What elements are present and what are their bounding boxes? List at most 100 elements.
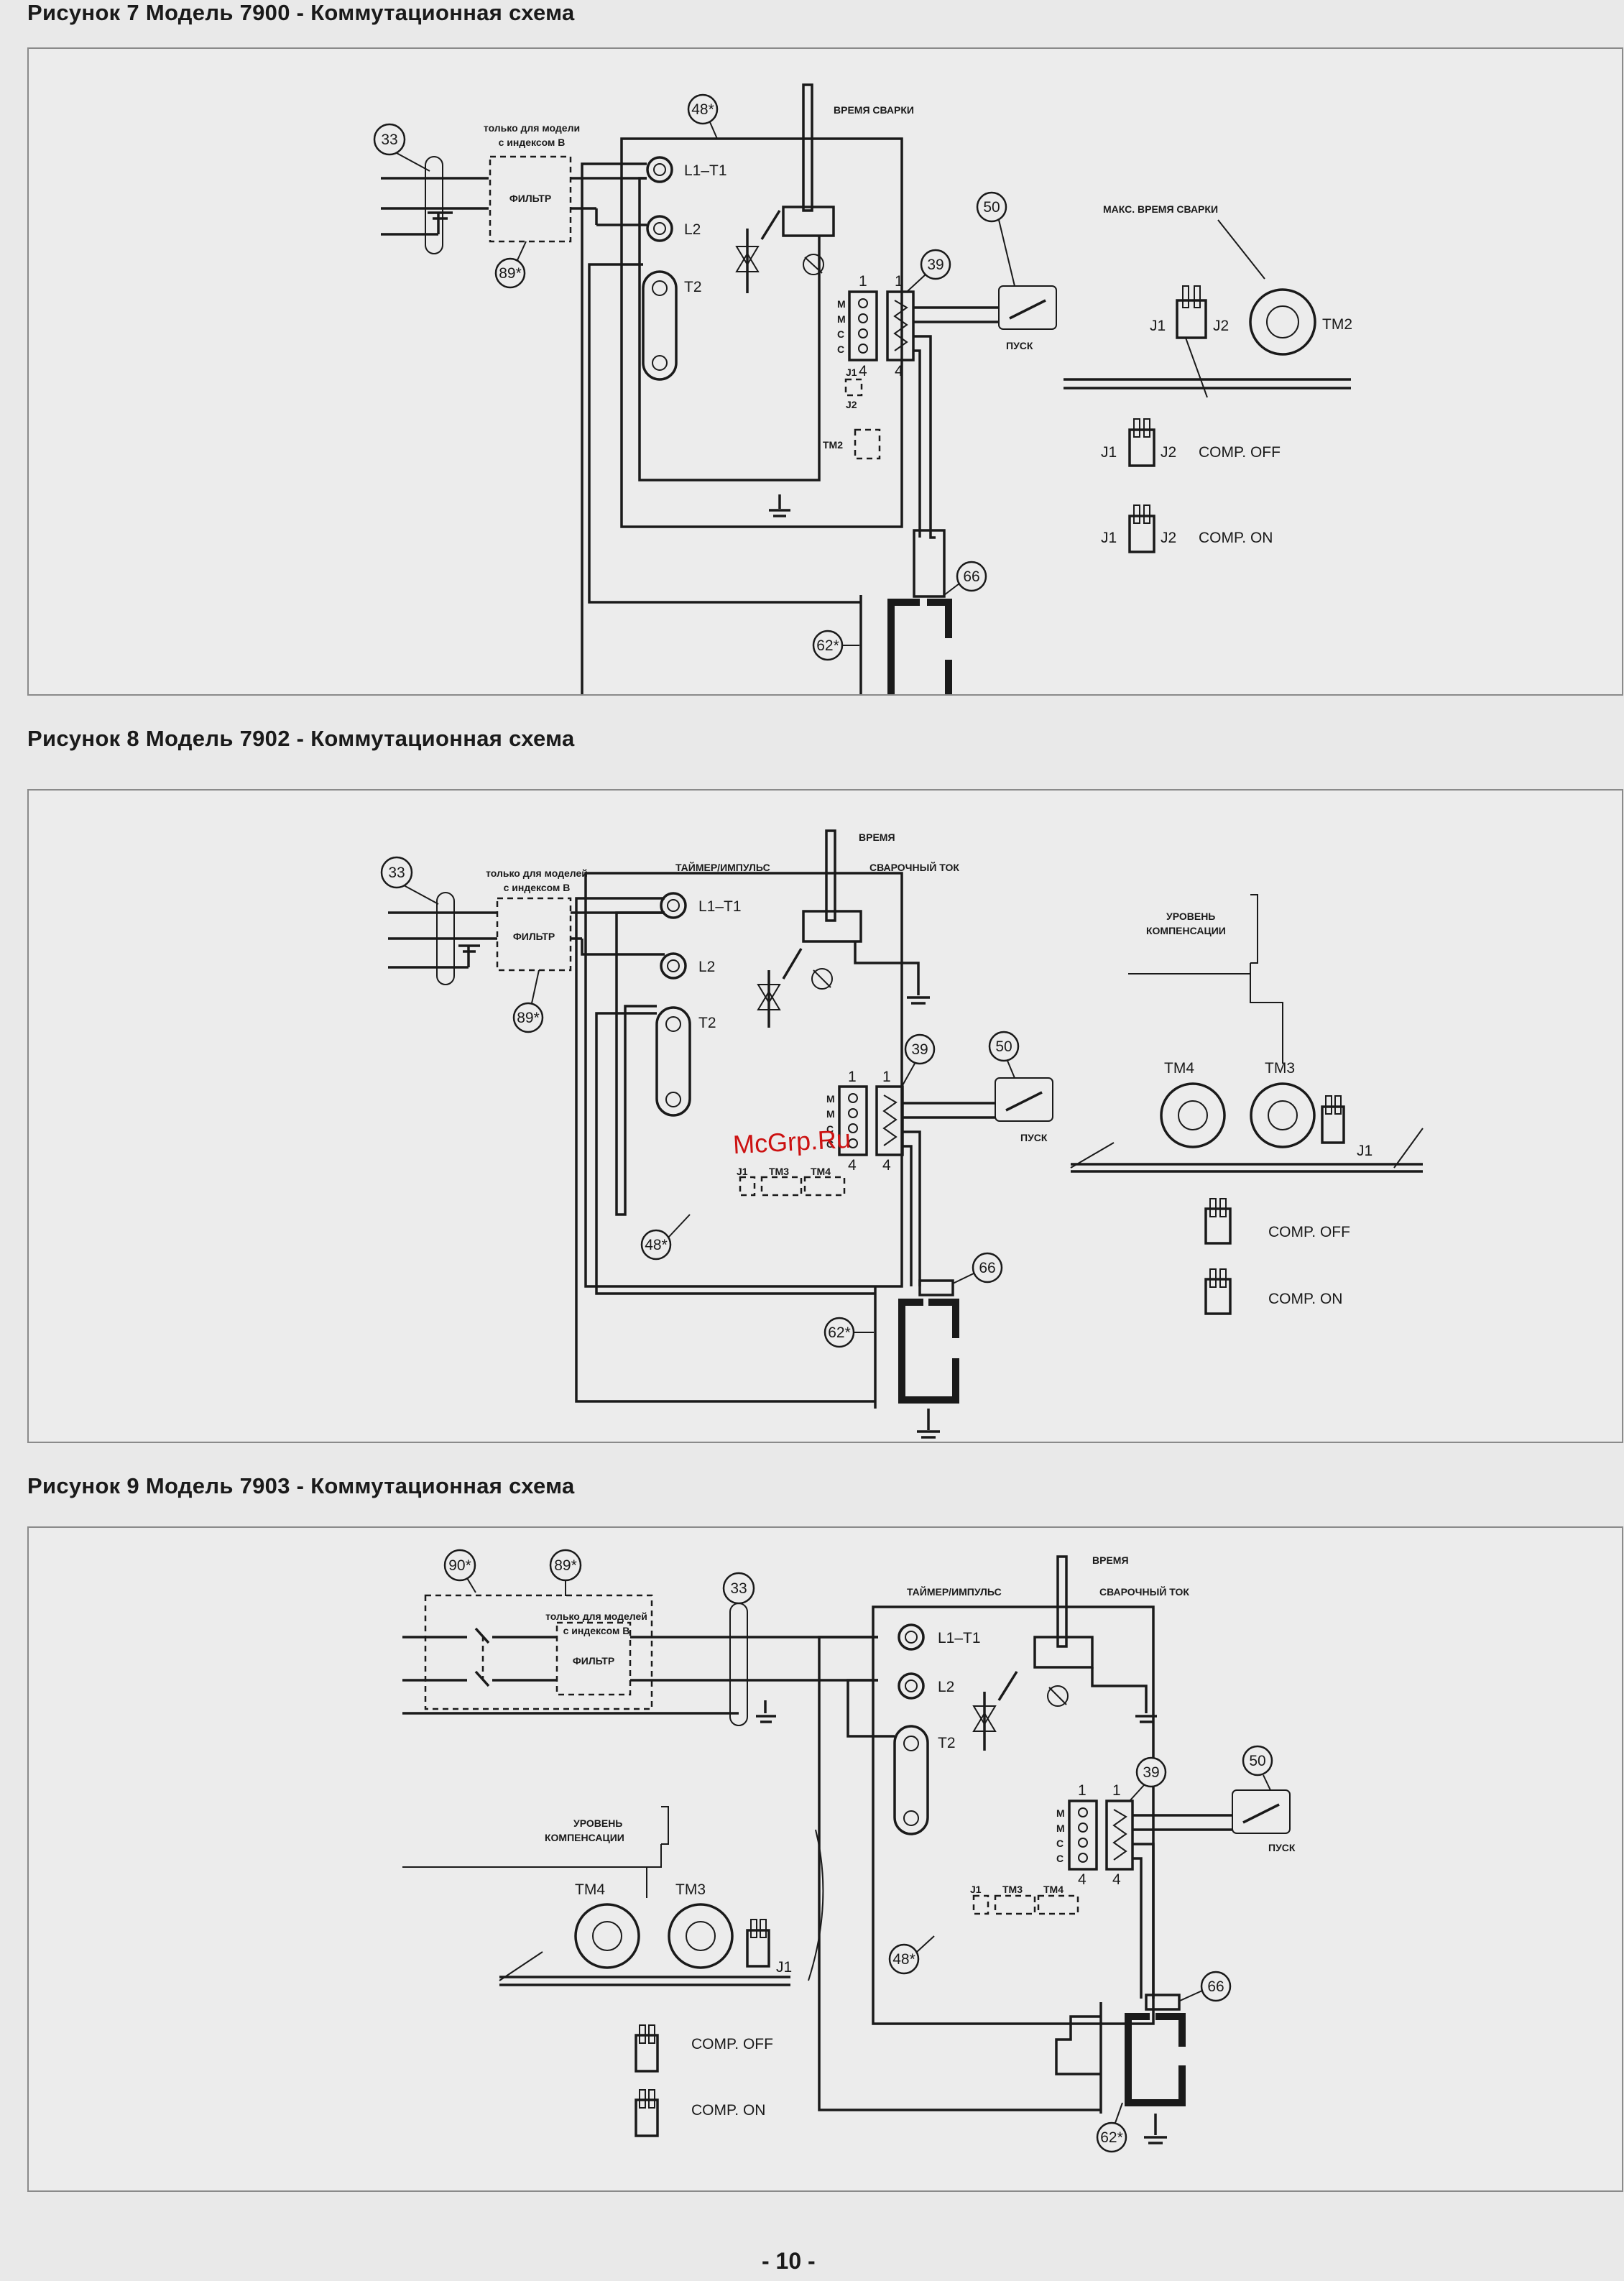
callout-62: 62* [823, 1317, 874, 1348]
svg-text:J1: J1 [1357, 1143, 1372, 1159]
svg-text:ВРЕМЯ: ВРЕМЯ [1092, 1554, 1129, 1566]
svg-text:66: 66 [979, 1260, 995, 1276]
svg-text:66: 66 [963, 568, 979, 585]
svg-text:33: 33 [381, 132, 397, 148]
terminal-l1t1: L1–T1 [898, 1623, 981, 1651]
svg-text:TM4: TM4 [811, 1166, 831, 1177]
svg-text:4: 4 [1112, 1871, 1121, 1888]
connector-39: 1 4 39 [1105, 1756, 1167, 1888]
svg-text:С: С [837, 344, 844, 355]
svg-text:М: М [1056, 1807, 1065, 1819]
figure-9-diagram: 90* 89* только для моделей с индексом В … [402, 1549, 1296, 2153]
svg-text:1: 1 [1112, 1782, 1121, 1799]
svg-text:4: 4 [1078, 1871, 1086, 1888]
figure-7-panel: 33 ФИЛЬТР только для модели с индексом В… [27, 47, 1623, 696]
transformer [818, 2002, 1186, 2144]
svg-text:М: М [837, 313, 846, 325]
svg-text:62*: 62* [828, 1324, 851, 1341]
svg-text:4: 4 [882, 1157, 891, 1174]
terminal-l1t1: L1–T1 [646, 156, 727, 183]
svg-text:J2: J2 [1213, 318, 1229, 334]
callout-89: 89* [549, 1549, 582, 1596]
svg-text:4: 4 [848, 1157, 857, 1174]
svg-text:50: 50 [983, 199, 1000, 216]
svg-text:33: 33 [388, 865, 405, 881]
figure-8-diagram: 33 ФИЛЬТР только для моделей с индексом … [380, 829, 1424, 1439]
compensation-level-detail: УРОВЕНЬ КОМПЕНСАЦИИ TM4 TM3 J1 [1070, 894, 1424, 1173]
transformer [575, 897, 959, 1439]
svg-text:с индексом В: с индексом В [563, 1625, 630, 1636]
svg-text:89*: 89* [499, 265, 522, 282]
callout-90: 90* [443, 1549, 476, 1593]
callout-62: 62* [1096, 2102, 1127, 2153]
terminal-t2: T2 [655, 1006, 716, 1117]
board-jumpers: J1 TM3 TM4 [737, 1166, 846, 1197]
mains-cable [388, 892, 497, 985]
filter-box: ФИЛЬТР [555, 1621, 632, 1696]
svg-text:T2: T2 [684, 279, 702, 295]
svg-text:J1: J1 [1150, 318, 1166, 334]
comp-on-jumper: COMP. ON [1204, 1268, 1342, 1315]
filter-box: ФИЛЬТР только для моделей с индексом В [486, 867, 588, 972]
svg-text:TM3: TM3 [675, 1881, 706, 1898]
svg-text:ПУСК: ПУСК [1006, 340, 1033, 351]
svg-text:с индексом В: с индексом В [504, 882, 571, 893]
callout-33: 33 [373, 123, 430, 172]
svg-text:COMP. OFF: COMP. OFF [1268, 1224, 1350, 1240]
svg-text:ТАЙМЕР/ИМПУЛЬС: ТАЙМЕР/ИМПУЛЬС [675, 861, 770, 873]
svg-text:TM3: TM3 [769, 1166, 789, 1177]
svg-text:L1–T1: L1–T1 [938, 1630, 981, 1646]
optional-enclosure [424, 1594, 653, 1710]
svg-text:с индексом В: с индексом В [499, 137, 566, 148]
svg-text:COMP. OFF: COMP. OFF [691, 2036, 773, 2052]
svg-text:TM4: TM4 [1043, 1884, 1064, 1895]
figure-8-panel: 33 ФИЛЬТР только для моделей с индексом … [27, 789, 1623, 1443]
start-switch: ПУСК 50 [1132, 1745, 1296, 1853]
svg-text:89*: 89* [517, 1010, 540, 1026]
filter-box: ФИЛЬТР только для модели с индексом В [484, 122, 580, 243]
jumper-j1j2-board [844, 378, 863, 397]
terminal-l2: L2 [646, 215, 701, 242]
figure-9-panel: 90* 89* только для моделей с индексом В … [27, 1526, 1623, 2192]
svg-text:С: С [1056, 1838, 1064, 1849]
svg-text:39: 39 [911, 1041, 928, 1058]
watermark: McGrp.Ru [732, 1123, 852, 1160]
figure-8-title: Рисунок 8 Модель 7902 - Коммутационная с… [27, 726, 575, 751]
terminal-t2: T2 [642, 270, 702, 381]
svg-text:39: 39 [1143, 1764, 1159, 1781]
triac-symbol [757, 948, 803, 1028]
svg-text:48*: 48* [645, 1237, 668, 1253]
comp-off-jumper: COMP. OFF [1204, 1198, 1350, 1245]
callout-33: 33 [380, 856, 439, 905]
svg-text:J1: J1 [1101, 530, 1117, 546]
svg-text:МАКС. ВРЕМЯ СВАРКИ: МАКС. ВРЕМЯ СВАРКИ [1103, 203, 1218, 215]
fan-icon [803, 254, 824, 275]
svg-text:L2: L2 [698, 959, 715, 975]
weld-current-potentiometer: ВРЕМЯ ТАЙМЕР/ИМПУЛЬС СВАРОЧНЫЙ ТОК [907, 1554, 1189, 1669]
connector-block: М М С С 1 4 [826, 1069, 868, 1174]
callout-89: 89* [494, 241, 527, 289]
svg-text:COMP. ON: COMP. ON [691, 2102, 765, 2119]
mains-cable: 33 [630, 1572, 878, 1726]
svg-text:4: 4 [859, 363, 867, 379]
page-number: - 10 - [762, 2248, 816, 2274]
svg-text:С: С [826, 1138, 834, 1150]
svg-text:4: 4 [895, 363, 903, 379]
svg-text:ПУСК: ПУСК [1020, 1132, 1048, 1143]
svg-text:62*: 62* [816, 637, 839, 654]
svg-text:КОМПЕНСАЦИИ: КОМПЕНСАЦИИ [545, 1832, 624, 1843]
svg-text:УРОВЕНЬ: УРОВЕНЬ [1166, 911, 1215, 922]
figure-7-diagram: 33 ФИЛЬТР только для модели с индексом В… [373, 83, 1352, 694]
svg-text:L2: L2 [684, 221, 701, 238]
fan-icon [811, 968, 833, 990]
svg-text:КОМПЕНСАЦИИ: КОМПЕНСАЦИИ [1146, 925, 1226, 936]
svg-text:С: С [1056, 1853, 1064, 1864]
svg-text:ТАЙМЕР/ИМПУЛЬС: ТАЙМЕР/ИМПУЛЬС [907, 1585, 1002, 1598]
triac-symbol [972, 1671, 1018, 1751]
comp-off-jumper: COMP. OFF [635, 2024, 773, 2073]
svg-text:С: С [837, 328, 844, 340]
callout-48: 48* [687, 93, 719, 139]
compensation-level-detail: УРОВЕНЬ КОМПЕНСАЦИИ TM4 TM3 J1 [402, 1806, 824, 1986]
svg-text:1: 1 [848, 1069, 857, 1085]
svg-text:L1–T1: L1–T1 [684, 162, 727, 179]
